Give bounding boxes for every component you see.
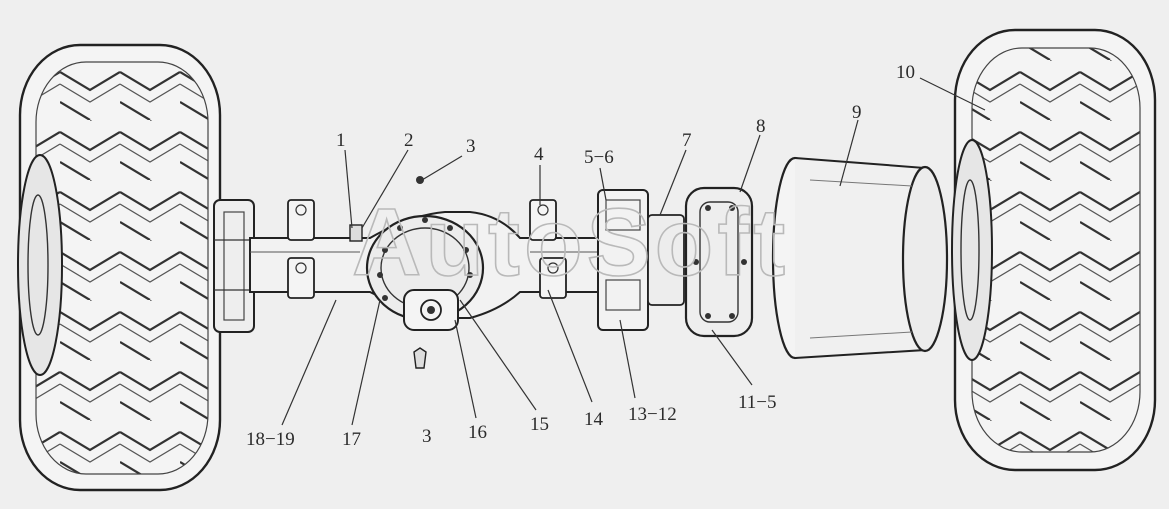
callout-11-5: 11−5 [738,392,777,413]
callout-labels: 1 2 3 4 5−6 7 8 9 10 18−19 17 3 16 15 14… [246,62,915,450]
mount-blocks [287,199,567,299]
callout-18-19: 18−19 [246,429,295,450]
callout-7: 7 [682,130,692,151]
differential-carrier [365,176,485,369]
wheel-rim [771,156,949,360]
watermark-text: AutoSoft [352,189,789,296]
callout-9: 9 [852,102,862,123]
callout-16: 16 [468,422,487,443]
callout-4: 4 [534,144,544,165]
callout-1: 1 [336,130,346,151]
callout-8: 8 [756,116,766,137]
callout-14: 14 [584,409,604,430]
callout-15: 15 [530,414,549,435]
callout-3-bottom: 3 [422,426,432,447]
right-tire [951,28,1157,472]
callout-5-6: 5−6 [584,147,614,168]
right-hub-flange [684,186,754,338]
leader-lines [281,77,986,426]
left-hub [213,199,255,333]
callout-10: 10 [896,62,915,83]
callout-17: 17 [342,429,361,450]
brake-caliper [597,189,685,331]
callout-3-top: 3 [466,136,476,157]
left-tire [17,43,222,492]
callout-13-12: 13−12 [628,404,677,425]
callout-2: 2 [404,130,414,151]
